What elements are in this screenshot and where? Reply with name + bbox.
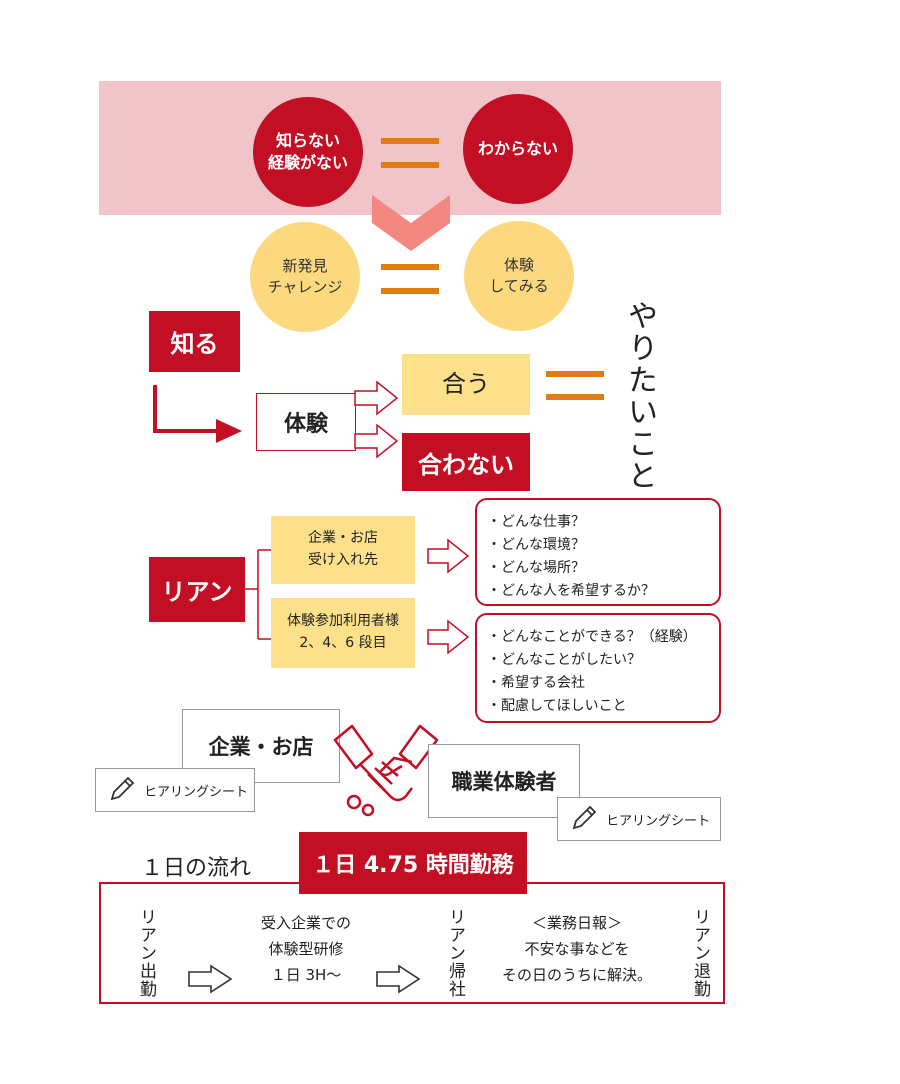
- company-questions-box: どんな仕事？ どんな環境？ どんな場所？ どんな人を希望するか？: [475, 498, 721, 606]
- flow-arrow-icon: [153, 385, 242, 443]
- equals-sign-want: [546, 371, 604, 400]
- step-lian-arrive: リアン出勤: [136, 908, 156, 998]
- circle-try: 体験 してみる: [464, 221, 574, 331]
- experiencer-box: 職業体験者: [428, 744, 580, 818]
- schedule-title: １日の流れ: [141, 856, 252, 881]
- list-item: 配慮してほしいこと: [487, 695, 709, 718]
- user-questions-box: どんなことができる？（経験） どんなことがしたい？ 希望する会社 配慮してほしい…: [475, 613, 721, 723]
- want-vertical-text: やりたいこと: [622, 300, 657, 492]
- circle-dont-understand: わからない: [463, 94, 573, 204]
- pencil-icon: [572, 805, 597, 830]
- match-box: 合う: [402, 354, 530, 415]
- step-lian-return: リアン帰社: [445, 908, 465, 998]
- hearing-sheet-label: ヒアリングシート: [606, 813, 711, 829]
- list-arrows-icon: [427, 538, 470, 655]
- nomatch-box: 合わない: [402, 433, 530, 491]
- experience-box: 体験: [256, 393, 356, 451]
- lian-box: リアン: [149, 557, 245, 622]
- hearing-sheet-right: ヒアリングシート: [557, 797, 721, 841]
- step-training: 受入企業での 体験型研修 １日 3H〜: [260, 914, 351, 984]
- list-item: どんな場所？: [487, 557, 709, 580]
- list-item: どんなことができる？（経験）: [487, 626, 709, 649]
- users-box: 体験参加利用者様 2、4、6 段目: [271, 598, 415, 668]
- list-item: どんな環境？: [487, 534, 709, 557]
- hearing-sheet-label: ヒアリングシート: [144, 784, 249, 800]
- top-highlight-band: [99, 81, 721, 215]
- equals-sign-top: [381, 138, 439, 168]
- handshake-icon: [333, 724, 439, 817]
- know-box: 知る: [149, 311, 240, 372]
- step-daily-report: ＜業務日報＞ 不安な事などを その日のうちに解決。: [501, 914, 652, 984]
- list-item: どんなことがしたい？: [487, 649, 709, 672]
- circle-discovery: 新発見 チャレンジ: [250, 222, 360, 332]
- companies-box: 企業・お店 受け入れ先: [271, 516, 415, 584]
- chevron-down-icon: [372, 195, 450, 251]
- pencil-icon: [110, 776, 135, 801]
- bracket-connector: [244, 549, 274, 640]
- outline-arrows-icon: [354, 380, 399, 459]
- schedule-box: [99, 882, 725, 1004]
- hearing-sheet-left: ヒアリングシート: [95, 768, 255, 812]
- step-arrow-icon: [376, 964, 421, 994]
- list-item: どんな仕事？: [487, 511, 709, 534]
- step-lian-leave: リアン退勤: [690, 908, 710, 998]
- circle-unknown: 知らない 経験がない: [253, 97, 363, 207]
- list-item: 希望する会社: [487, 672, 709, 695]
- step-arrow-icon: [188, 964, 233, 994]
- list-item: どんな人を希望するか？: [487, 580, 709, 603]
- equals-sign-second: [381, 264, 439, 294]
